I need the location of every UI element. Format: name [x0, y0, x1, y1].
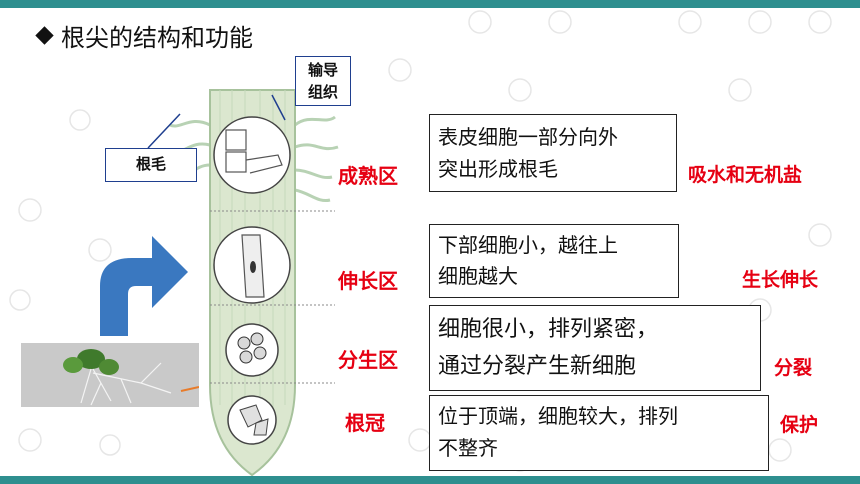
zone-function-maturation: 吸水和无机盐 — [688, 164, 803, 186]
zone-name-meristem: 分生区 — [338, 348, 398, 372]
top-accent-bar — [0, 0, 860, 8]
zone-function-elongation: 生长伸长 — [742, 269, 819, 291]
zone-desc-elongation: 下部细胞小，越往上 细胞越大 — [429, 224, 679, 298]
desc-line: 细胞越大 — [438, 264, 518, 288]
desc-line: 表皮细胞一部分向外 — [438, 125, 618, 149]
zone-desc-meristem: 细胞很小，排列紧密， 通过分裂产生新细胞 — [429, 305, 761, 391]
vascular-tissue-label: 输导 组织 — [295, 56, 351, 106]
zone-name-root-cap: 根冠 — [345, 411, 385, 435]
page-title: 根尖的结构和功能 — [35, 18, 253, 53]
zone-function-meristem: 分裂 — [774, 357, 813, 379]
page-title-text: 根尖的结构和功能 — [61, 24, 253, 52]
desc-line: 通过分裂产生新细胞 — [438, 354, 637, 379]
desc-line: 位于顶端，细胞较大，排列 — [438, 404, 678, 428]
desc-line: 下部细胞小，越往上 — [438, 233, 618, 257]
root-tip-diagram — [167, 89, 339, 477]
zone-function-root-cap: 保护 — [780, 414, 819, 436]
zone-name-maturation: 成熟区 — [338, 164, 398, 188]
root-hair-pointer — [147, 113, 181, 149]
desc-line: 突出形成根毛 — [438, 157, 558, 181]
root-hair-label: 根毛 — [105, 148, 197, 182]
bottom-accent-bar — [0, 476, 860, 484]
zone-name-elongation: 伸长区 — [338, 269, 398, 293]
desc-line: 不整齐 — [438, 436, 498, 460]
diamond-bullet-icon — [35, 26, 54, 45]
growth-arrow-icon — [100, 236, 188, 336]
zone-desc-root-cap: 位于顶端，细胞较大，排列 不整齐 — [429, 395, 769, 471]
zone-desc-maturation: 表皮细胞一部分向外 突出形成根毛 — [429, 114, 677, 192]
desc-line: 细胞很小，排列紧密， — [438, 317, 659, 342]
seedling-photo — [21, 343, 200, 407]
